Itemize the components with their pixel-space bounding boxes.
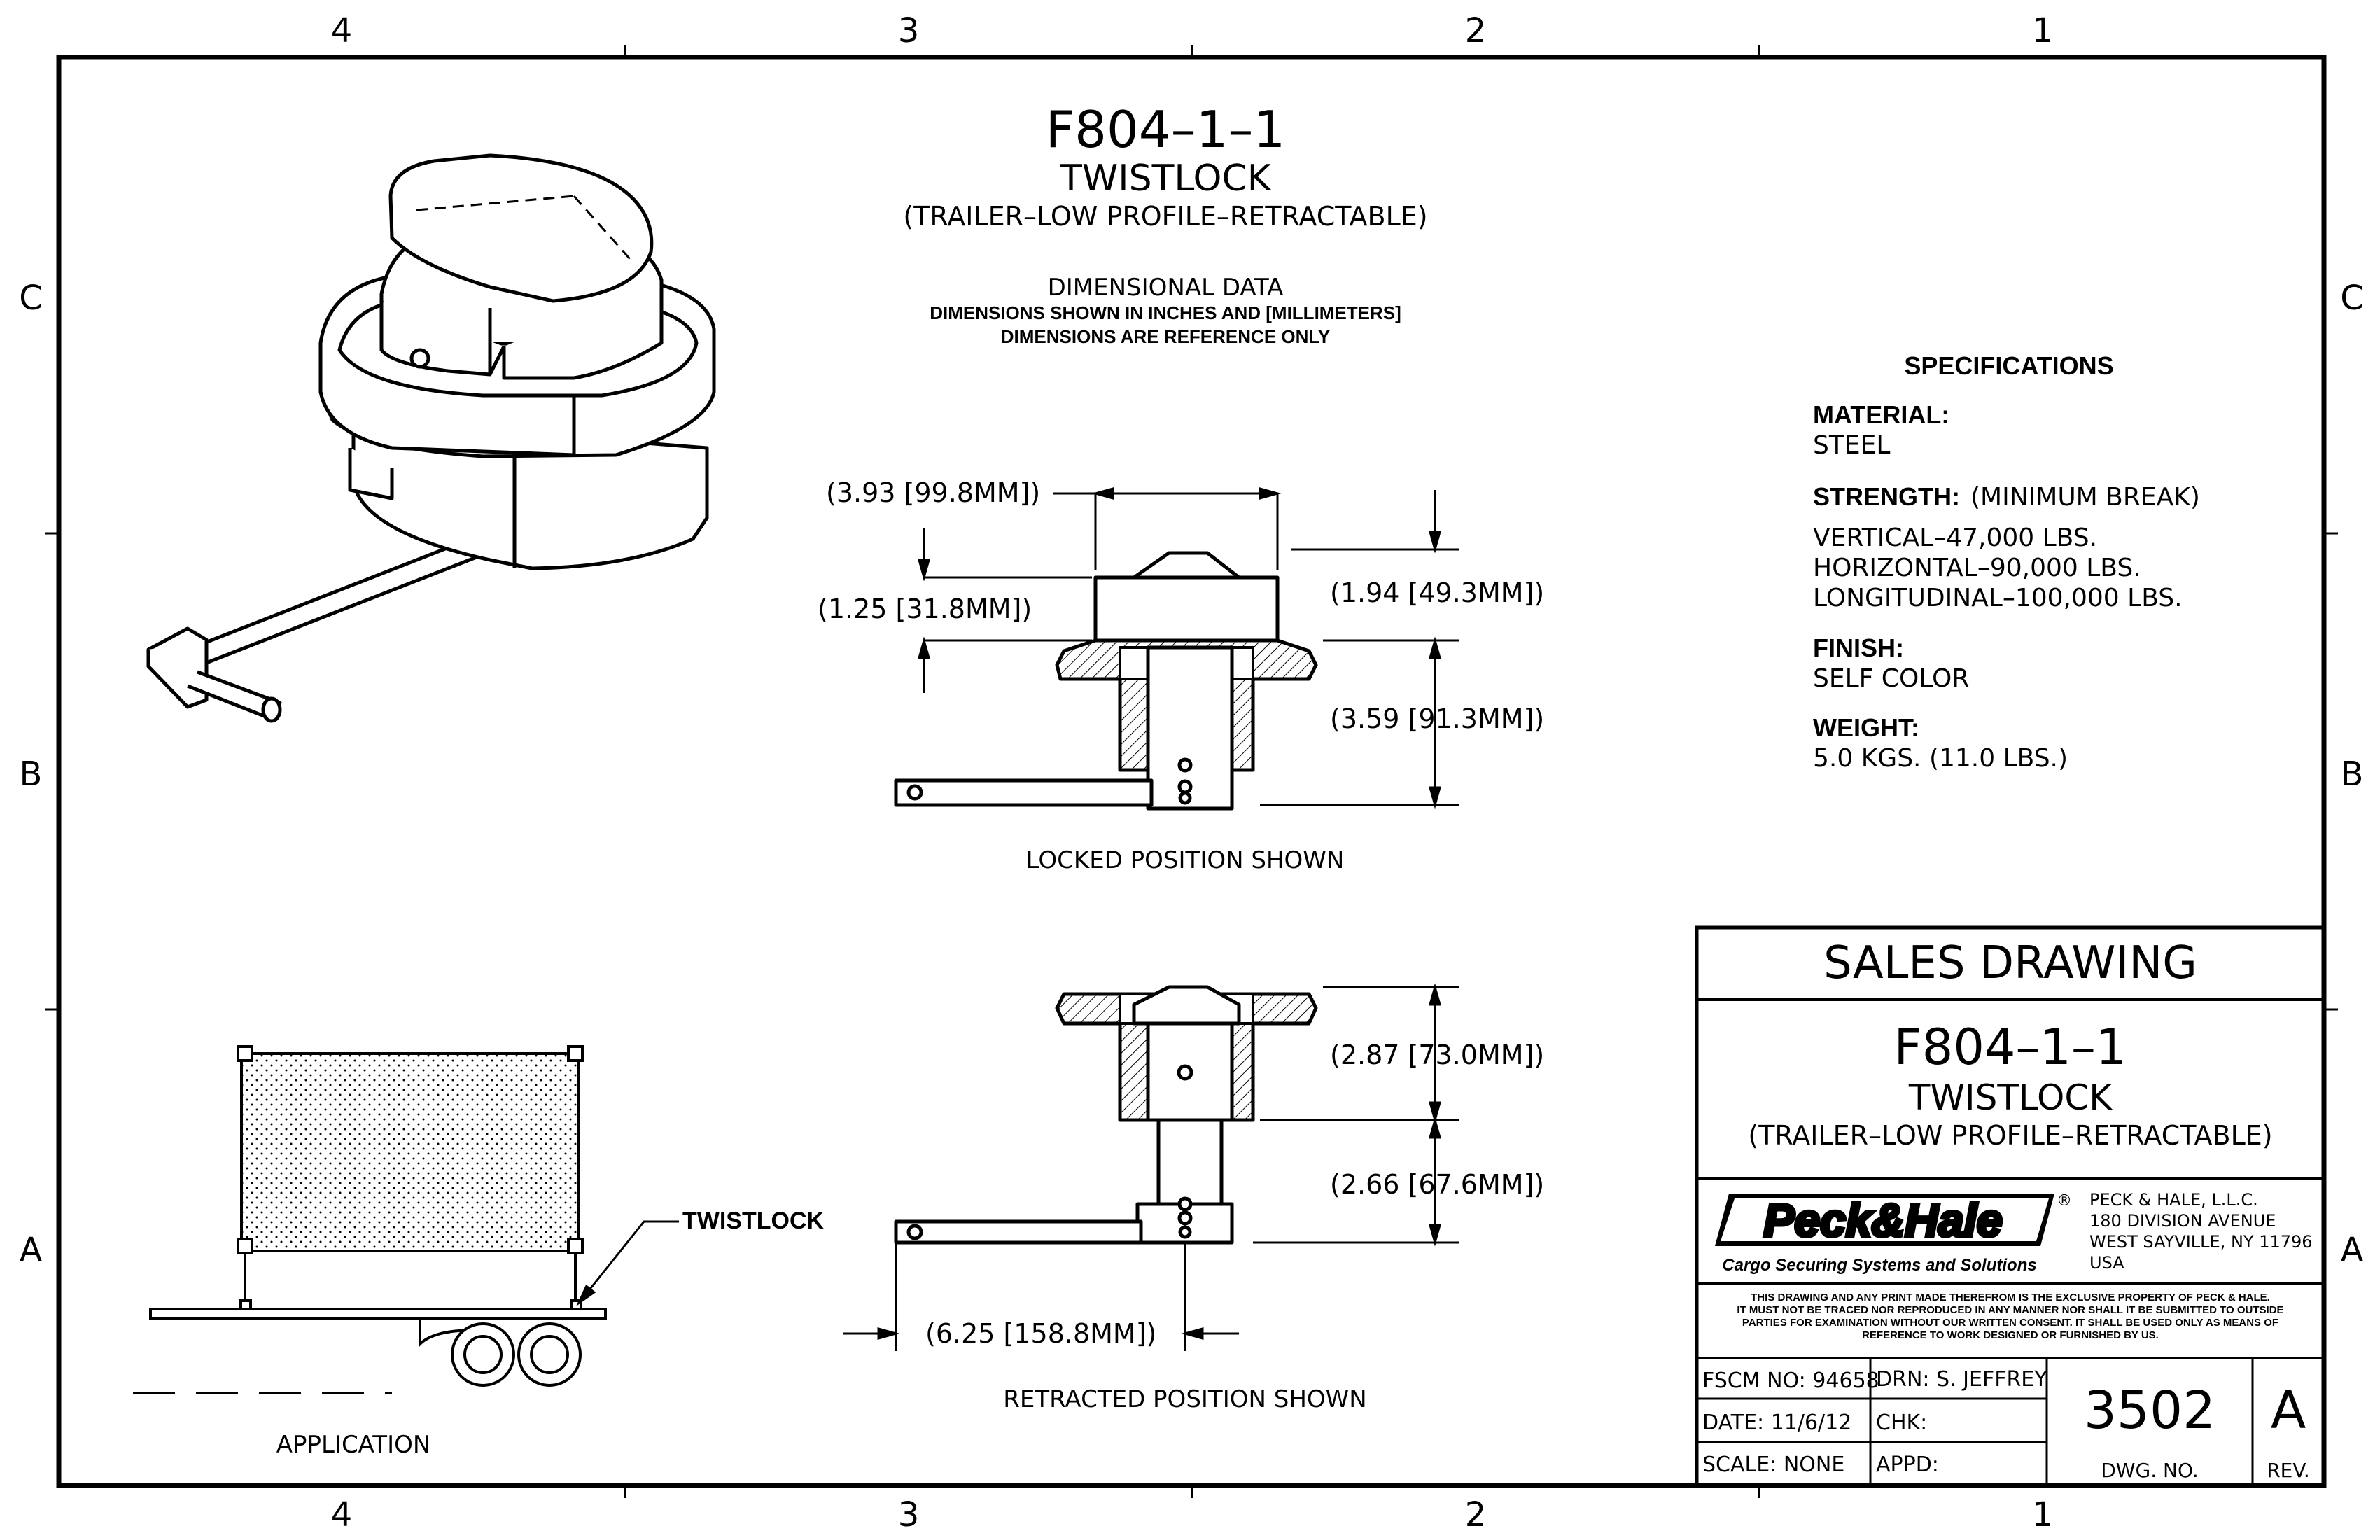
tb-fscm: FSCM NO: 94658 [1702,1368,1879,1393]
spec-finish-value: SELF COLOR [1813,664,1969,693]
tb-checked: CHK: [1876,1410,1927,1435]
sheet-border [45,45,2338,1498]
tb-rev-label: REV. [2267,1459,2310,1482]
dim-note-2: DIMENSIONS ARE REFERENCE ONLY [1001,326,1330,347]
dim-width-label: (3.93 [99.8MM]) [826,477,1040,508]
dim-lower-label: (2.66 [67.6MM]) [1330,1169,1544,1200]
dim-note-1: DIMENSIONS SHOWN IN INCHES AND [MILLIMET… [930,302,1401,323]
disclaimer-line-4: REFERENCE TO WORK DESIGNED OR FURNISHED … [1862,1329,2159,1341]
dim-right-upper-label: (1.94 [49.3MM]) [1330,578,1544,608]
retracted-caption: RETRACTED POSITION SHOWN [1003,1385,1366,1413]
col-label-3-bottom: 3 [898,1495,920,1534]
col-label-4: 4 [331,11,353,50]
header-name: TWISTLOCK [1059,158,1273,200]
row-label-a: A [20,1231,43,1270]
col-label-4-bottom: 4 [331,1495,353,1534]
disclaimer-line-2: IT MUST NOT BE TRACED NOR REPRODUCED IN … [1737,1304,2283,1316]
application-caption: APPLICATION [276,1431,431,1459]
dim-upper-label: (2.87 [73.0MM]) [1330,1040,1544,1070]
tb-rev: A [2271,1380,2306,1441]
spec-strength-note: (MINIMUM BREAK) [1970,483,2200,512]
spec-weight-label: WEIGHT: [1813,713,1919,742]
twistlock-callout: TWISTLOCK [682,1208,825,1234]
drawing-header: F804–1–1 TWISTLOCK (TRAILER–LOW PROFILE–… [903,100,1427,347]
locked-dimension-lines [918,487,1460,809]
dim-title: DIMENSIONAL DATA [1048,274,1284,302]
spec-strength-horizontal: HORIZONTAL–90,000 LBS. [1813,554,2141,582]
isometric-twistlock-view [146,153,716,723]
tb-date: DATE: 11/6/12 [1702,1410,1851,1435]
address-line-4: USA [2090,1253,2124,1273]
locked-dimension-labels: (3.93 [99.8MM]) (1.25 [31.8MM]) (1.94 [4… [818,477,1544,874]
address-line-2: 180 DIVISION AVENUE [2090,1211,2276,1231]
spec-material-value: STEEL [1813,431,1890,460]
tb-desc: (TRAILER–LOW PROFILE–RETRACTABLE) [1748,1120,2272,1151]
locked-caption: LOCKED POSITION SHOWN [1026,846,1345,874]
row-label-b-right: B [2341,755,2364,794]
tb-heading: SALES DRAWING [1823,937,2197,989]
row-label-c: C [19,279,43,318]
retracted-dimension-labels: (2.87 [73.0MM]) (2.66 [67.6MM]) (6.25 [1… [925,1040,1544,1413]
address-line-3: WEST SAYVILLE, NY 11796 [2090,1232,2313,1252]
header-desc: (TRAILER–LOW PROFILE–RETRACTABLE) [903,201,1427,232]
logo-registered: ® [2057,1192,2072,1210]
row-label-b: B [20,755,43,794]
retracted-section-view [894,985,1318,1245]
application-sketch [133,1045,679,1394]
dim-length-label: (6.25 [158.8MM]) [925,1318,1156,1349]
row-label-c-right: C [2340,279,2364,318]
peck-hale-logo: Peck&Hale ® Cargo Securing Systems and S… [1715,1192,2072,1275]
header-part-no: F804–1–1 [1046,100,1285,159]
address-line-1: PECK & HALE, L.L.C. [2090,1190,2258,1210]
dim-top-label: (1.25 [31.8MM]) [818,594,1032,624]
spec-material-label: MATERIAL: [1813,400,1949,429]
col-label-2-bottom: 2 [1465,1495,1487,1534]
tb-approved: APPD: [1876,1452,1939,1477]
disclaimer-line-1: THIS DRAWING AND ANY PRINT MADE THEREFRO… [1751,1292,2270,1303]
spec-weight-value: 5.0 KGS. (11.0 LBS.) [1813,744,2068,773]
spec-strength-label: STRENGTH: [1813,482,1960,511]
locked-section-view [894,551,1318,811]
border-zone-labels: 4 3 2 1 4 3 2 1 C B A C B A [19,11,2364,1534]
specifications-block: SPECIFICATIONS MATERIAL: STEEL STRENGTH:… [1813,351,2200,773]
tb-drawn-by: DRN: S. JEFFREY [1876,1367,2047,1392]
col-label-2: 2 [1465,11,1487,50]
col-label-3: 3 [898,11,920,50]
title-block-text: SALES DRAWING F804–1–1 TWISTLOCK (TRAILE… [1702,937,2313,1482]
col-label-1-bottom: 1 [2032,1495,2054,1534]
col-label-1: 1 [2032,11,2054,50]
tb-scale: SCALE: NONE [1702,1452,1844,1477]
spec-strength-longitudinal: LONGITUDINAL–100,000 LBS. [1813,584,2183,612]
disclaimer-line-3: PARTIES FOR EXAMINATION WITHOUT OUR WRIT… [1742,1317,2278,1329]
dim-right-lower-label: (3.59 [91.3MM]) [1330,704,1544,734]
spec-title: SPECIFICATIONS [1904,351,2113,380]
spec-strength-vertical: VERTICAL–47,000 LBS. [1813,524,2097,552]
tb-dwg-no-label: DWG. NO. [2101,1459,2199,1482]
tb-part-no: F804–1–1 [1894,1018,2127,1076]
logo-tagline: Cargo Securing Systems and Solutions [1722,1256,2036,1275]
application-labels: TWISTLOCK APPLICATION [276,1208,825,1459]
spec-finish-label: FINISH: [1813,634,1904,662]
logo-wordmark: Peck&Hale [1763,1194,2002,1246]
tb-name: TWISTLOCK [1908,1077,2113,1118]
tb-dwg-no: 3502 [2084,1380,2216,1441]
retracted-dimension-lines [844,983,1460,1351]
title-block [1695,925,2326,1488]
row-label-a-right: A [2341,1231,2364,1270]
